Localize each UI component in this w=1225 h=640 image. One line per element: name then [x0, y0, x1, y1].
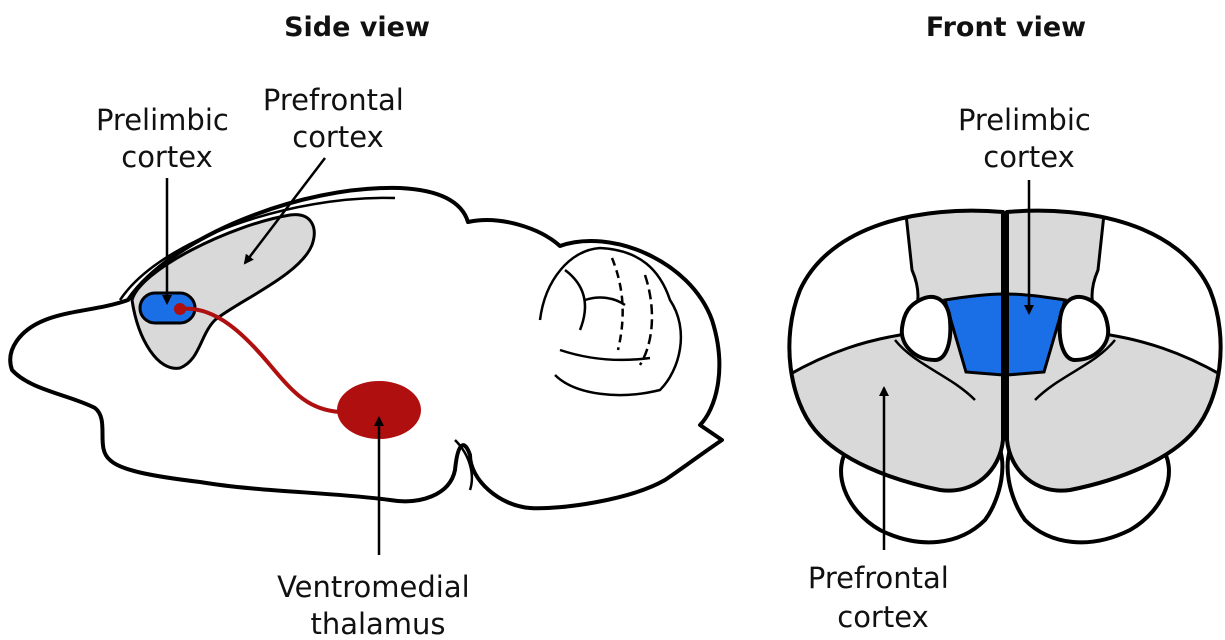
sagittal-brain-outline	[10, 188, 722, 508]
side-view-title: Side view	[284, 12, 430, 43]
side-prefrontal-line2: cortex	[292, 120, 383, 154]
front-prelimbic-label: Prelimbic cortex	[958, 103, 1100, 174]
projection-origin-dot	[174, 303, 186, 315]
side-view-panel: Side view Prelimbic cortex Prefrontal	[10, 12, 722, 640]
front-prelimbic-line1: Prelimbic	[958, 103, 1091, 137]
side-prelimbic-label: Prelimbic cortex	[96, 103, 238, 174]
front-prefrontal-label: Prefrontal cortex	[808, 561, 958, 634]
front-view-panel: Front view	[780, 12, 1225, 634]
side-thalamus-line1: Ventromedial	[277, 570, 470, 604]
side-prelimbic-line2: cortex	[121, 140, 212, 174]
side-thalamus-label: Ventromedial thalamus	[277, 570, 479, 640]
side-thalamus-line2: thalamus	[310, 607, 445, 640]
front-right-ventricle	[1060, 297, 1109, 360]
front-left-hemisphere	[780, 205, 1003, 500]
side-prefrontal-label: Prefrontal cortex	[263, 83, 413, 154]
front-view-title: Front view	[926, 12, 1086, 43]
front-right-hemisphere	[1007, 205, 1225, 500]
front-prefrontal-line1: Prefrontal	[808, 561, 949, 595]
front-prelimbic-line2: cortex	[983, 140, 1074, 174]
side-prefrontal-line1: Prefrontal	[263, 83, 404, 117]
front-left-ventricle	[902, 297, 951, 360]
front-prefrontal-line2: cortex	[837, 600, 928, 634]
side-prelimbic-line1: Prelimbic	[96, 103, 229, 137]
